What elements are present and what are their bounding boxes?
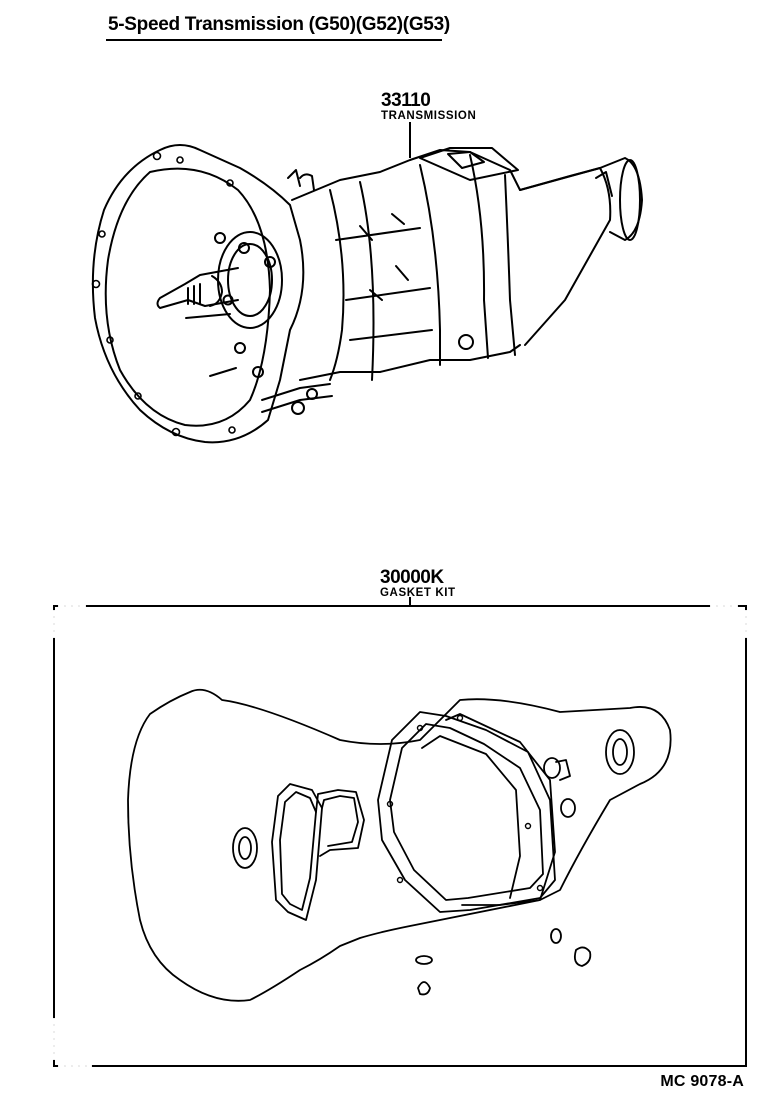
- title-underline: [106, 39, 442, 41]
- kit-box-dash-corners: [52, 604, 748, 1068]
- part-callout-gasket-kit[interactable]: 30000K GASKET KIT: [380, 568, 456, 600]
- part-number: 30000K: [380, 567, 444, 588]
- part-number: 33110: [381, 90, 431, 111]
- gasket-kit-group-box: [53, 605, 747, 1067]
- leader-line-transmission: [409, 122, 411, 158]
- gasket-kit-drawing[interactable]: [127, 688, 672, 1002]
- diagram-title: 5-Speed Transmission (G50)(G52)(G53): [108, 14, 450, 35]
- figure-code: MC 9078-A: [660, 1073, 744, 1090]
- part-name: GASKET KIT: [380, 587, 456, 599]
- transmission-assembly-drawing[interactable]: [91, 144, 643, 444]
- part-name: TRANSMISSION: [381, 110, 477, 122]
- part-callout-transmission[interactable]: 33110 TRANSMISSION: [381, 91, 476, 123]
- leader-line-gasket-kit: [409, 597, 411, 606]
